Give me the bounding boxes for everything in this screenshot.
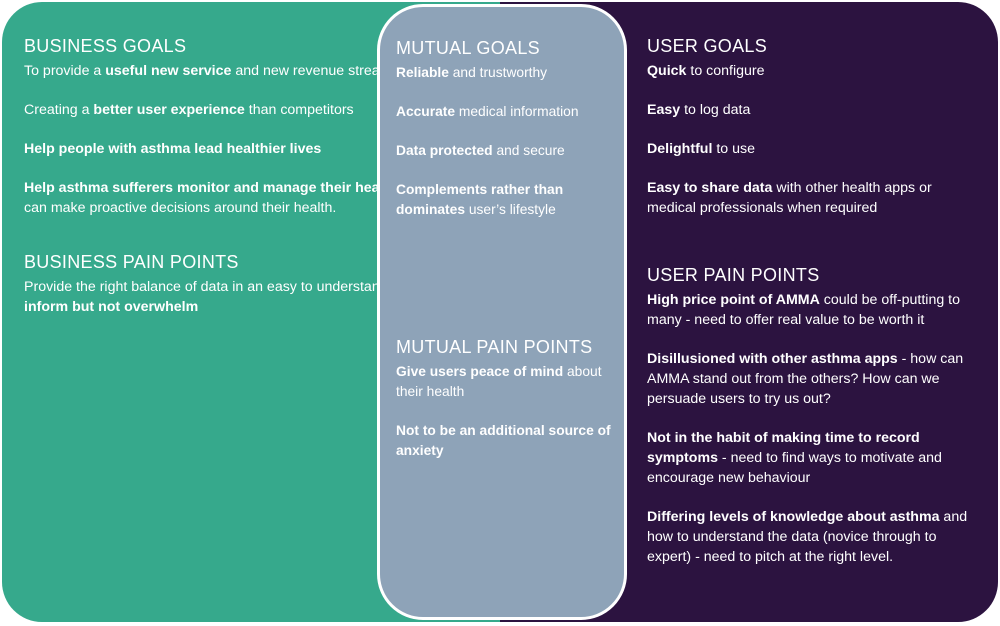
mutual-pain-item: Not to be an additional source of anxiet… [396,423,611,458]
mutual-pain-item: Give users peace of mind about their hea… [396,364,602,399]
business-goal-item: To provide a useful new service and new … [24,63,392,79]
business-pain-points-heading: BUSINESS PAIN POINTS [24,252,239,272]
user-pain-points-heading: USER PAIN POINTS [647,265,820,285]
mutual-goal-item: Reliable and trustworthy [396,65,548,80]
user-pain-item: Differing levels of knowledge about asth… [647,509,968,565]
mutual-goal-item: Data protected and secure [396,143,565,158]
user-pain-item: High price point of AMMA could be off-pu… [647,292,960,328]
user-pain-item: Disillusioned with other asthma apps - h… [647,351,964,407]
business-goal-item: Help people with asthma lead healthier l… [24,141,322,157]
user-goal-item: Easy to share data with other health app… [647,180,932,216]
business-goal-item: Creating a better user experience than c… [24,102,354,118]
mutual-goal-item: Accurate medical information [396,104,579,119]
user-pain-item: Not in the habit of making time to recor… [647,430,942,486]
mutual-goals-heading: MUTUAL GOALS [396,38,540,58]
mutual-pain-points-heading: MUTUAL PAIN POINTS [396,337,593,357]
business-goals-heading: BUSINESS GOALS [24,36,187,56]
user-goals-heading: USER GOALS [647,36,768,56]
business-pain-item: Provide the right balance of data in an … [24,279,443,315]
user-goal-item: Delightful to use [647,141,756,157]
mutual-goal-item: Complements rather than dominates user’s… [396,182,564,217]
user-goal-item: Easy to log data [647,102,751,118]
user-goal-item: Quick to configure [647,63,765,79]
mutual-panel: MUTUAL GOALS Reliable and trustworthy Ac… [377,4,627,620]
